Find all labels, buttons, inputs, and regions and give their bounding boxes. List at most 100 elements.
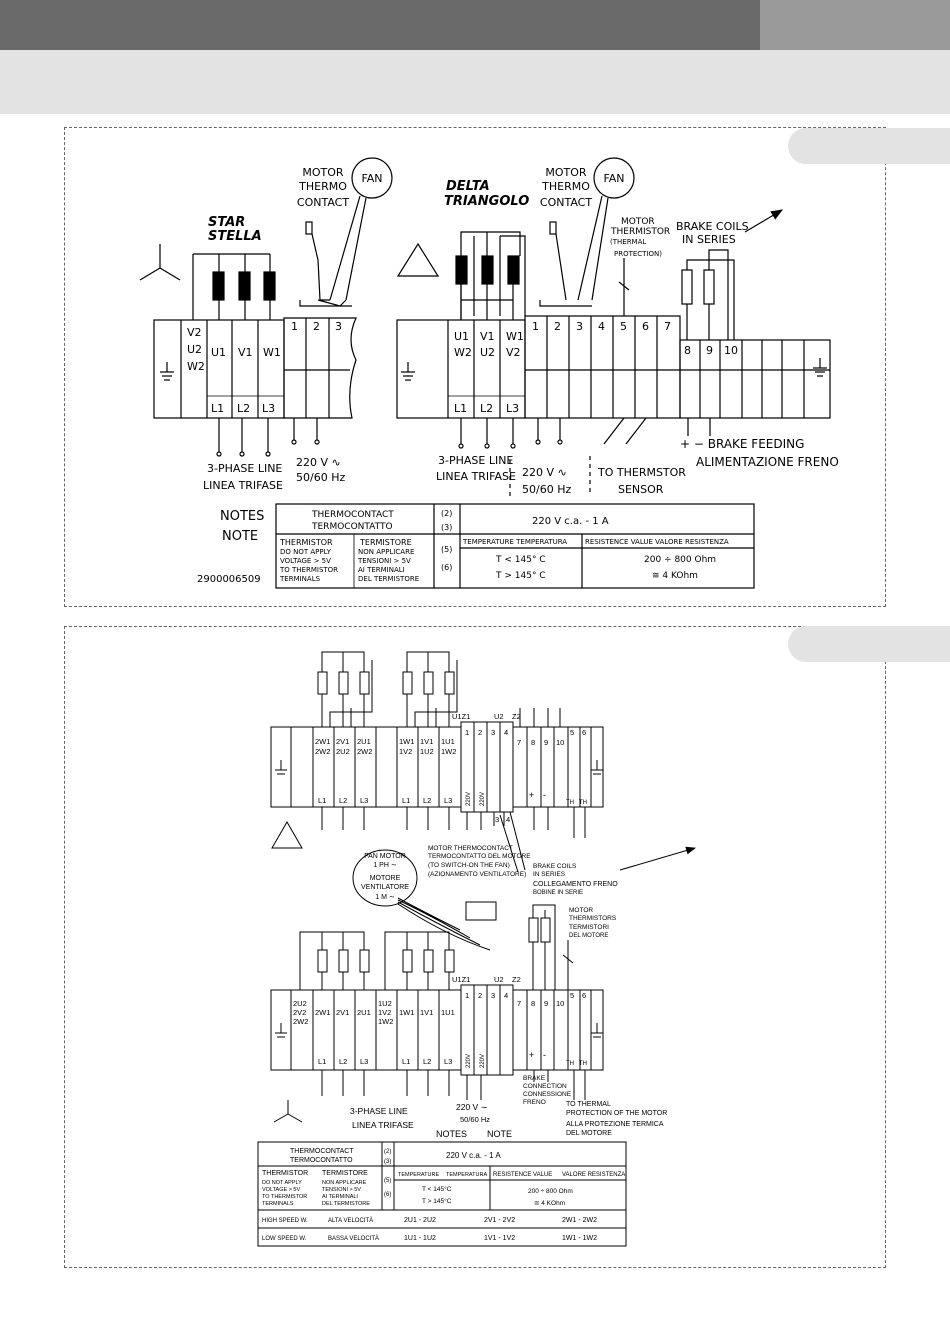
terminal-label: V2 bbox=[187, 326, 202, 339]
voltage-label: 50/60 Hz bbox=[460, 1115, 490, 1124]
terminal-number: 1 bbox=[465, 728, 469, 737]
three-phase-label: LINEA TRIFASE bbox=[436, 470, 516, 483]
terminal-label: 2W1 bbox=[315, 1008, 330, 1017]
terminal-number: 1 bbox=[532, 320, 539, 333]
terminal-label: L1 bbox=[211, 402, 224, 415]
terminal-number: 1 bbox=[465, 991, 469, 1000]
terminal-label: L3 bbox=[262, 402, 275, 415]
terminal-label: 1V1 bbox=[420, 1008, 433, 1017]
terminal-label: 2W1 bbox=[315, 737, 330, 746]
delta-title: DELTA bbox=[446, 179, 490, 194]
motor-thermo-label: MOTOR bbox=[545, 166, 587, 179]
terminal-number: 7 bbox=[517, 999, 521, 1008]
notes-label: NOTE bbox=[487, 1129, 512, 1139]
terminal-label: 2U2 bbox=[293, 999, 307, 1008]
voltage-label: 50/60 Hz bbox=[296, 471, 345, 484]
terminal-number: 3 bbox=[491, 728, 495, 737]
terminal-label: 2U2 bbox=[336, 747, 350, 756]
terminal-label: 1W1 bbox=[399, 1008, 414, 1017]
terminal-number: 5 bbox=[620, 320, 627, 333]
notes-label: NOTE bbox=[222, 529, 258, 544]
terminal-label: L2 bbox=[480, 402, 493, 415]
delta-title-it: TRIANGOLO bbox=[444, 194, 529, 209]
panel-tab-2 bbox=[788, 626, 950, 662]
terminal-number: 10 bbox=[724, 344, 738, 357]
ground-icon bbox=[401, 362, 415, 381]
table-cell: (2) bbox=[384, 1149, 391, 1155]
ground-icon bbox=[591, 1023, 603, 1038]
terminal-number: 7 bbox=[664, 320, 671, 333]
terminal-label: U1Z1 bbox=[452, 712, 470, 721]
terminal-label: 1W2 bbox=[441, 747, 456, 756]
table-cell: DO NOT APPLY bbox=[280, 548, 332, 556]
thermistor-tag: TH bbox=[579, 1061, 587, 1067]
table-cell: 2V1 - 2V2 bbox=[484, 1217, 515, 1224]
motor-thermistor-label: (THERMAL bbox=[610, 238, 646, 246]
table-cell: DO NOT APPLY bbox=[262, 1180, 302, 1186]
brake-terminal-block bbox=[679, 339, 831, 419]
terminal-label: L3 bbox=[360, 796, 368, 805]
table-cell: 220 V c.a. - 1 A bbox=[446, 1151, 501, 1160]
terminal-number: 5 bbox=[570, 991, 574, 1000]
motor-thermistors-label: MOTOR bbox=[569, 907, 593, 914]
terminal-number: 9 bbox=[706, 344, 713, 357]
diagram-panel-two-speed bbox=[64, 626, 886, 1268]
terminal-label: U1 bbox=[211, 346, 226, 359]
ground-icon bbox=[591, 760, 603, 775]
table-cell: TERMINALS bbox=[262, 1201, 294, 1207]
terminal-number: 8 bbox=[684, 344, 691, 357]
table-cell: LOW SPEED W. bbox=[262, 1236, 307, 1242]
notes-table-1 bbox=[275, 503, 755, 589]
table-cell: VALORE RESISTENZA bbox=[562, 1172, 625, 1178]
voltage-tag: 220V bbox=[466, 792, 472, 806]
terminal-label: L3 bbox=[360, 1057, 368, 1066]
terminal-label: 2W2 bbox=[293, 1017, 308, 1026]
fan-motor-icon bbox=[593, 157, 635, 199]
terminal-label: W2 bbox=[454, 346, 472, 359]
polarity-label: + bbox=[529, 1050, 534, 1060]
table-cell: NON APPLICARE bbox=[322, 1180, 367, 1186]
terminal-number: 2 bbox=[313, 320, 320, 333]
table-cell: VOLTAGE > 5V bbox=[280, 557, 331, 565]
terminal-label: 2W2 bbox=[315, 747, 330, 756]
thermistor-sensor-label: TO THERMSTOR bbox=[597, 466, 686, 479]
document-code: 2900006509 bbox=[197, 574, 261, 585]
terminal-label: 2U1 bbox=[357, 737, 371, 746]
fan-motor-label: MOTORE bbox=[370, 875, 401, 882]
voltage-label: 50/60 Hz bbox=[522, 483, 571, 496]
terminal-label: L1 bbox=[402, 1057, 410, 1066]
terminal-label: 2V2 bbox=[293, 1008, 306, 1017]
terminal-label: W2 bbox=[187, 360, 205, 373]
terminal-label: 2V1 bbox=[336, 737, 349, 746]
brake-coils-label: BOBINE IN SERIE bbox=[533, 890, 583, 896]
table-cell: 200 ÷ 800 Ohm bbox=[528, 1188, 573, 1195]
terminal-number: 2 bbox=[478, 728, 482, 737]
terminal-label: 1V2 bbox=[399, 747, 412, 756]
terminal-label: U2 bbox=[187, 343, 202, 356]
terminal-number: 2 bbox=[554, 320, 561, 333]
table-cell: AI TERMINALI bbox=[358, 566, 405, 574]
terminal-label: L2 bbox=[339, 796, 347, 805]
header-bar bbox=[0, 0, 760, 50]
polarity-label: - bbox=[543, 790, 546, 800]
terminal-number: 3 bbox=[491, 991, 495, 1000]
terminal-label: 1U2 bbox=[378, 999, 392, 1008]
table-cell: TERMISTORE bbox=[359, 538, 412, 547]
table-cell: HIGH SPEED W. bbox=[262, 1218, 308, 1224]
table-cell: ≅ 4 KOhm bbox=[652, 571, 698, 581]
thermistor-tag: TH bbox=[579, 800, 587, 806]
table-cell: (6) bbox=[441, 563, 452, 572]
table-cell: 200 ÷ 800 Ohm bbox=[644, 555, 716, 565]
terminal-label: U2 bbox=[494, 975, 504, 984]
three-phase-label: LINEA TRIFASE bbox=[352, 1120, 414, 1130]
terminal-label: 2U1 bbox=[357, 1008, 371, 1017]
table-cell: RESISTENCE VALUE bbox=[493, 1172, 552, 1178]
table-cell: (5) bbox=[384, 1178, 391, 1184]
thermal-protection-label: DEL MOTORE bbox=[566, 1130, 612, 1137]
table-cell: (6) bbox=[384, 1192, 391, 1198]
terminal-label: L2 bbox=[237, 402, 250, 415]
table-cell: (3) bbox=[384, 1159, 391, 1165]
terminal-number: 4 bbox=[504, 991, 508, 1000]
terminal-label: L2 bbox=[423, 796, 431, 805]
terminal-number: 4 bbox=[506, 815, 510, 824]
